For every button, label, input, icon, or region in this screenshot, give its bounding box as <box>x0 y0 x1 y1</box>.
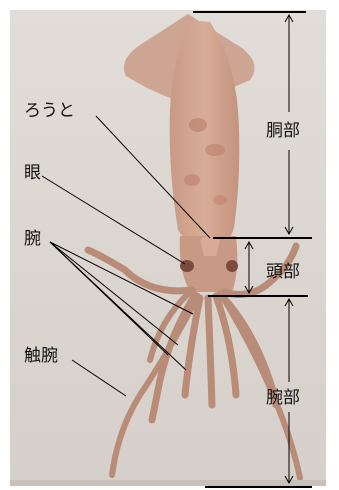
eye-label: 眼 <box>24 163 41 183</box>
funnel-label: ろうと <box>24 101 75 121</box>
squid-arm <box>208 298 212 405</box>
mantle-spot <box>189 118 207 132</box>
mantle-label: 胴部 <box>266 121 300 141</box>
mantle-spot <box>205 144 225 156</box>
mantle-spot <box>184 174 200 186</box>
arm-label: 腕 <box>24 229 41 249</box>
squid-eye <box>226 260 238 272</box>
tentacle-label: 触腕 <box>24 346 58 366</box>
head-label: 頭部 <box>266 262 300 282</box>
photo-bottom-strip <box>10 480 326 486</box>
mantle-spot <box>213 195 227 205</box>
arms-section-label: 腕部 <box>266 388 300 408</box>
